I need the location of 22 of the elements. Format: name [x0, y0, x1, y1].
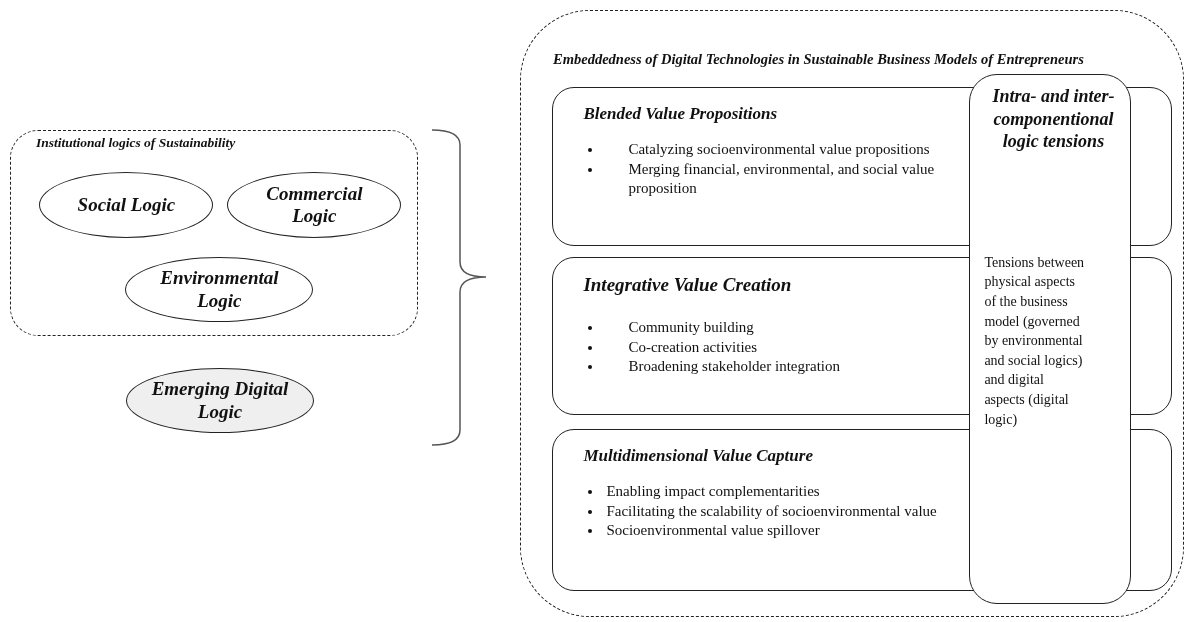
dashed-group-box — [520, 10, 1184, 617]
panel-heading: Multidimensional Value Capture — [583, 446, 813, 467]
bullet-item: Community building — [628, 319, 754, 336]
bullet-item: Broadening stakeholder integration — [628, 358, 840, 375]
column-heading: Intra- and inter-componentional logic tensions — [991, 85, 1116, 153]
ellipse-label: Commercial Logic — [265, 182, 364, 229]
panel-heading: Integrative Value Creation — [583, 274, 792, 297]
panel-heading: Blended Value Propositions — [583, 104, 778, 125]
ellipse-label: Environmental Logic — [159, 267, 280, 313]
tension-column — [969, 74, 1132, 605]
column-text: Tensions between physical aspects of the business model (governed by environmental and social logics) and digital aspects (digital logic) — [984, 253, 1085, 429]
dashed-group-box — [10, 130, 418, 336]
bullet-item: Merging financial, environmental, and social value proposition — [628, 160, 935, 197]
bullet-item: Facilitating the scalability of socioenvironmental value — [606, 502, 937, 519]
group-title: Institutional logics of Sustainability — [36, 135, 236, 151]
ellipse-label: Social Logic — [77, 194, 176, 217]
bullet-item: Catalyzing socioenvironmental value propositions — [628, 141, 930, 158]
ellipse-label: Emerging Digital Logic — [151, 377, 289, 424]
bullet-item: Enabling impact complementarities — [606, 483, 820, 500]
bullet-item: Socioenvironmental value spillover — [606, 522, 820, 539]
group-title: Embeddedness of Digital Technologies in Sustainable Business Models of Entrepreneurs — [553, 51, 1084, 68]
bullet-item: Co-creation activities — [628, 338, 758, 355]
